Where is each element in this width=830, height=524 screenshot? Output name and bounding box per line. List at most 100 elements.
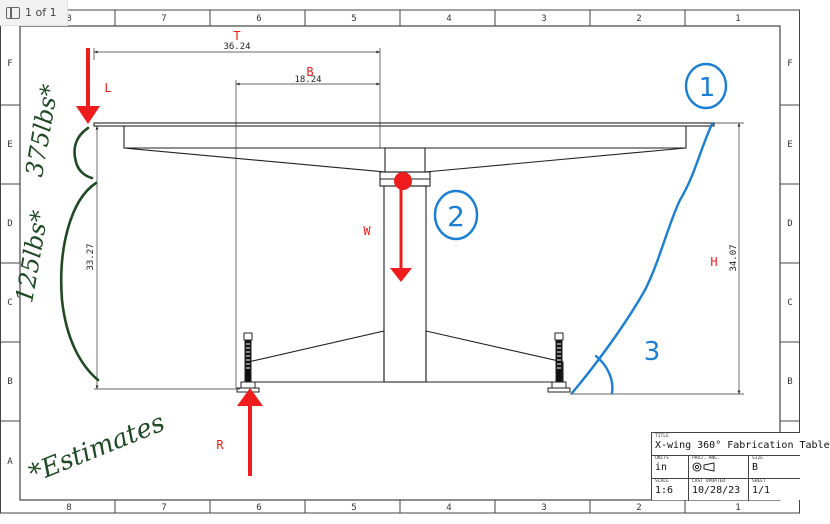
units-cell: UNITS in bbox=[652, 455, 689, 478]
blue-markup bbox=[433, 62, 728, 395]
dimension-height-right: 34.07 bbox=[729, 244, 739, 271]
label-T: T bbox=[233, 29, 240, 43]
row-label: F bbox=[7, 59, 12, 69]
force-arrow-L bbox=[76, 48, 100, 124]
col-label: 3 bbox=[541, 14, 546, 24]
col-label: 6 bbox=[256, 503, 261, 513]
angle-3-text: 3 bbox=[644, 337, 661, 367]
page-indicator[interactable]: 1 of 1 bbox=[0, 0, 68, 26]
right-leveling-foot bbox=[547, 332, 571, 393]
scale-caption: SCALE bbox=[655, 479, 669, 484]
dimension-width-total: 36.24 bbox=[223, 42, 250, 52]
left-leg bbox=[247, 330, 385, 382]
col-label: 1 bbox=[735, 503, 740, 513]
col-label: 4 bbox=[446, 503, 451, 513]
row-label: B bbox=[787, 377, 792, 387]
title-cell: TITLE X-wing 360° Fabrication Table bbox=[652, 433, 830, 455]
projection-caption: PROJ. ANG. bbox=[692, 456, 720, 461]
row-label: D bbox=[787, 219, 792, 229]
drawing-title: X-wing 360° Fabrication Table bbox=[655, 440, 830, 451]
row-label: E bbox=[787, 140, 792, 150]
upper-brace bbox=[73, 126, 94, 180]
updated-caption: LAST UPDATED bbox=[692, 479, 726, 484]
size-caption: SIZE bbox=[752, 456, 764, 461]
third-angle-projection-icon bbox=[692, 462, 715, 472]
row-label: D bbox=[7, 219, 12, 229]
right-leg bbox=[425, 330, 564, 382]
col-label: 2 bbox=[636, 14, 641, 24]
projection-cell: PROJ. ANG. bbox=[689, 455, 749, 478]
dimension-width-half: 18.24 bbox=[294, 75, 321, 85]
scale-value: 1:6 bbox=[655, 485, 674, 496]
label-L: L bbox=[104, 81, 111, 95]
col-label: 1 bbox=[735, 14, 740, 24]
slope-line bbox=[570, 122, 714, 395]
table-outline bbox=[93, 122, 715, 383]
col-label: 2 bbox=[636, 503, 641, 513]
label-W: W bbox=[363, 224, 371, 238]
blue-labels: 1 2 3 bbox=[447, 73, 715, 367]
col-label: 3 bbox=[541, 503, 546, 513]
col-label: 8 bbox=[66, 503, 71, 513]
frame-column-labels-bottom: 8 7 6 5 4 3 2 1 bbox=[66, 503, 740, 513]
scale-cell: SCALE 1:6 bbox=[652, 478, 689, 501]
col-label: 7 bbox=[161, 14, 166, 24]
row-label: A bbox=[7, 457, 13, 467]
size-cell: SIZE B bbox=[749, 455, 800, 478]
col-label: 6 bbox=[256, 14, 261, 24]
green-labels: 375lbs* 125lbs* *Estimates bbox=[10, 82, 169, 489]
scale-row: SCALE 1:6 LAST UPDATED 10/28/23 SHEET 1/… bbox=[652, 478, 800, 501]
left-leveling-foot bbox=[236, 332, 260, 393]
projection-icon bbox=[692, 462, 748, 472]
col-label: 7 bbox=[161, 503, 166, 513]
frame-column-labels-top: 8 7 6 5 4 3 2 1 bbox=[66, 14, 740, 24]
angle-arc bbox=[594, 354, 614, 395]
col-label: 5 bbox=[351, 14, 356, 24]
sheet-caption: SHEET bbox=[752, 479, 766, 484]
circled-2 bbox=[433, 189, 479, 241]
estimates-note: *Estimates bbox=[25, 408, 169, 490]
circled-1-text: 1 bbox=[699, 73, 716, 103]
label-B: B bbox=[306, 65, 313, 79]
sidebar-toggle-icon[interactable] bbox=[6, 6, 20, 19]
col-label: 5 bbox=[351, 503, 356, 513]
label-R: R bbox=[216, 438, 224, 452]
technical-drawing: 8 7 6 5 4 3 2 1 8 7 6 5 4 3 2 1 F E D C … bbox=[0, 9, 800, 514]
row-label: C bbox=[7, 298, 12, 308]
table-top-apron bbox=[123, 126, 687, 149]
sheet-value: 1/1 bbox=[752, 485, 771, 496]
title-caption: TITLE bbox=[655, 434, 669, 439]
frame-row-labels-left: F E D C B A bbox=[7, 59, 13, 467]
label-H: H bbox=[710, 255, 717, 269]
force-arrow-R bbox=[237, 388, 263, 476]
units-value: in bbox=[655, 462, 668, 473]
load-upper-note: 375lbs* bbox=[20, 82, 64, 179]
col-label: 8 bbox=[66, 14, 71, 24]
sheet-cell: SHEET 1/1 bbox=[749, 478, 800, 501]
load-lower-note: 125lbs* bbox=[10, 208, 54, 305]
force-arrow-W bbox=[390, 172, 412, 282]
units-caption: UNITS bbox=[655, 456, 669, 461]
row-label: B bbox=[7, 377, 12, 387]
center-column bbox=[383, 185, 427, 383]
dimension-labels: 36.24 18.24 33.27 34.07 bbox=[86, 42, 739, 272]
circled-2-text: 2 bbox=[447, 200, 465, 233]
row-label: C bbox=[787, 298, 792, 308]
row-label: E bbox=[7, 140, 12, 150]
force-labels: T B L W H R bbox=[104, 29, 717, 452]
title-row: TITLE X-wing 360° Fabrication Table bbox=[652, 433, 830, 456]
updated-cell: LAST UPDATED 10/28/23 bbox=[689, 478, 749, 501]
title-block: TITLE X-wing 360° Fabrication Table UNIT… bbox=[651, 432, 830, 501]
size-value: B bbox=[752, 462, 759, 473]
column-head bbox=[384, 147, 426, 173]
row-label: F bbox=[787, 59, 792, 69]
page-indicator-text: 1 of 1 bbox=[25, 6, 57, 19]
dimension-lines bbox=[93, 48, 744, 395]
table-top-edge bbox=[93, 122, 715, 127]
lower-brace bbox=[60, 181, 100, 382]
dimension-height-left: 33.27 bbox=[86, 243, 96, 270]
col-label: 4 bbox=[446, 14, 451, 24]
frame-row-labels-right: F E D C B bbox=[787, 59, 792, 387]
updated-value: 10/28/23 bbox=[692, 485, 741, 496]
units-row: UNITS in PROJ. ANG. SIZE B bbox=[652, 455, 800, 479]
